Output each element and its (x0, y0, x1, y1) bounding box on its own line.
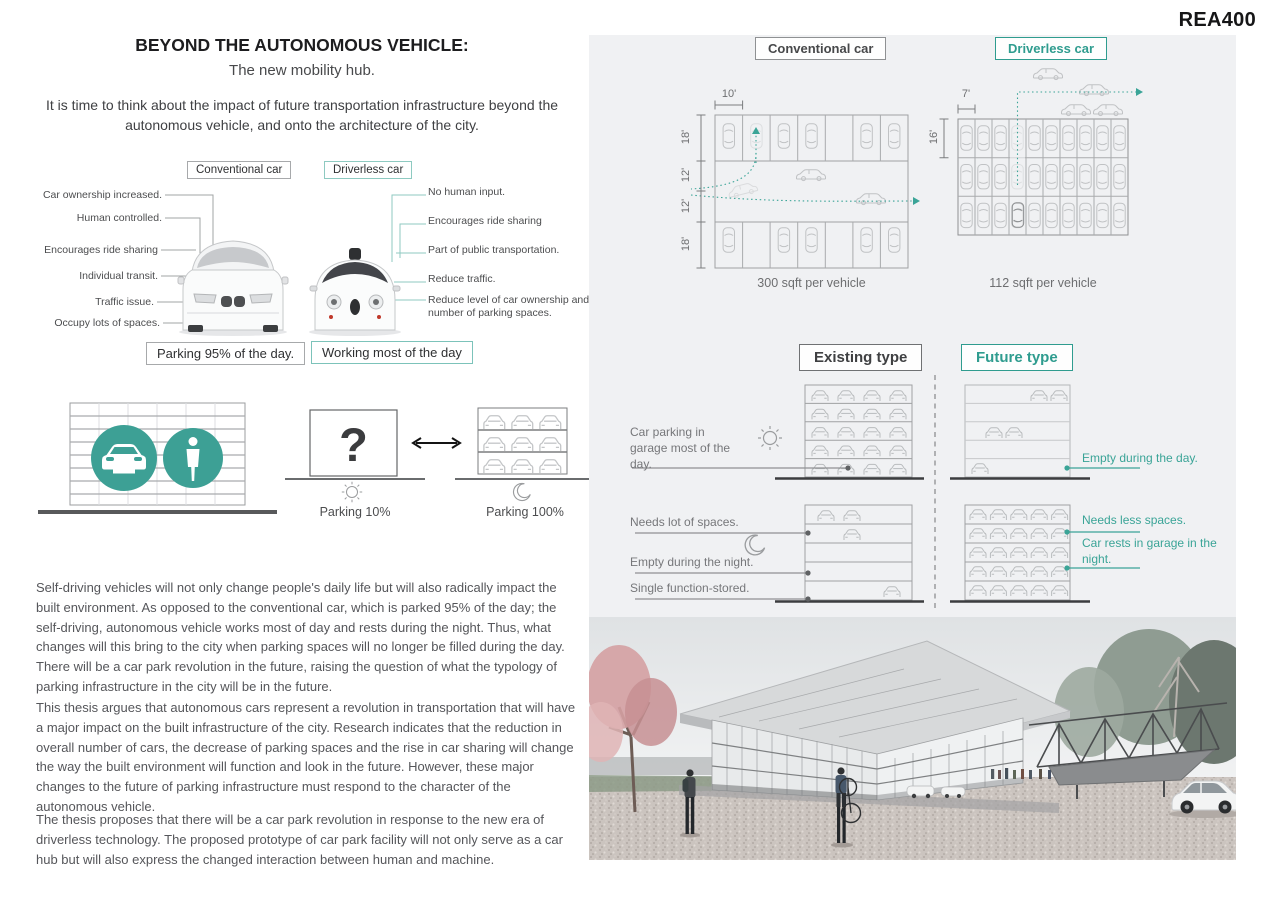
conventional-status: Parking 95% of the day. (146, 342, 306, 365)
stacked-parking-box (477, 407, 568, 475)
question-mark: ? (339, 417, 368, 471)
existing-annotation: Empty during the night. (630, 555, 754, 569)
distant-people (991, 768, 1051, 779)
sun-icon (341, 481, 363, 503)
question-box (309, 409, 398, 477)
building-rendering (589, 617, 1236, 860)
body-paragraph: This thesis argues that autonomous cars … (36, 700, 576, 814)
cars-under-building (906, 785, 966, 799)
conventional-trait: Occupy lots of spaces. (54, 317, 160, 329)
truss-pavilion (1028, 702, 1228, 799)
conventional-trait: Traffic issue. (95, 296, 154, 308)
distant-bridge (589, 757, 739, 775)
driverless-lot-plan (939, 68, 1143, 236)
driverless-trait: No human input. (428, 186, 506, 198)
white-car (1169, 780, 1236, 818)
exchange-arrow (411, 437, 462, 449)
car-circle-icon (91, 425, 157, 491)
conventional-lot-plan (690, 100, 920, 269)
conventional-car-image (177, 240, 289, 336)
future-day-annotation: Empty during the day. (1082, 451, 1198, 465)
parking-cycle-diagram (38, 402, 590, 514)
driverless-car-label: Driverless car (324, 161, 413, 179)
driverless-dimensions (939, 104, 976, 159)
conventional-route-dotted (690, 131, 916, 202)
future-annotation: Car rests in garage in the night. (1082, 536, 1217, 567)
future-night-elevation (950, 504, 1140, 603)
existing-day-elevation (632, 384, 924, 480)
driverless-car-image (309, 248, 401, 336)
conventional-trait: Individual transit. (79, 270, 158, 282)
intro-text: It is time to think about the impact of … (45, 97, 559, 134)
body-paragraph: The thesis proposes that there will be a… (36, 812, 563, 867)
driverless-trait: Reduce level of car ownership and number… (428, 294, 590, 320)
dim-stall-depth-driverless: 16' (928, 129, 940, 145)
dim-stall-width-driverless: 7' (961, 88, 971, 100)
person-circle-icon (163, 428, 223, 488)
conventional-trait: Human controlled. (76, 212, 162, 224)
existing-type-label: Existing type (799, 344, 923, 371)
dim-row-depth: 12' (680, 167, 692, 183)
board-code: REA400 (1178, 9, 1256, 31)
dim-row-depth: 12' (680, 198, 692, 214)
red-tree (589, 645, 677, 813)
existing-day-annotation: Car parking in garage most of the day. (630, 425, 731, 472)
dim-stall-width-conventional: 10' (721, 88, 737, 100)
lot-conventional-label: Conventional car (755, 37, 887, 60)
conventional-dimensions (696, 100, 744, 269)
cyclist-person (831, 767, 862, 848)
page-title: BEYOND THE AUTONOMOUS VEHICLE: (135, 35, 469, 55)
existing-night-elevation (635, 504, 924, 603)
existing-annotation: Needs lot of spaces. (630, 515, 739, 529)
sun-icon (757, 425, 783, 451)
conventional-trait: Car ownership increased. (42, 189, 162, 201)
driverless-status: Working most of the day (311, 341, 473, 364)
facade-stripes (70, 415, 245, 495)
driverless-trait: Reduce traffic. (428, 273, 496, 285)
conventional-lot-caption: 300 sqft per vehicle (757, 276, 866, 290)
driverless-route-dotted (1016, 91, 1138, 185)
moon-icon (744, 534, 766, 556)
car-comparison-figure (157, 194, 426, 336)
moon-icon (512, 482, 531, 502)
dim-row-depth: 18' (680, 236, 692, 252)
future-type-label: Future type (961, 344, 1073, 371)
lot-driverless-label: Driverless car (995, 37, 1108, 60)
pedestrian-person (680, 769, 700, 838)
driverless-lot-caption: 112 sqft per vehicle (989, 276, 1097, 290)
right-diagrams (632, 68, 1143, 612)
page-subtitle: The new mobility hub. (229, 62, 375, 79)
right-trees (1054, 629, 1236, 764)
future-day-elevation (950, 384, 1140, 480)
conventional-trait: Encourages ride sharing (44, 244, 158, 256)
body-paragraph: Self-driving vehicles will not only chan… (36, 580, 565, 694)
driverless-trait: Part of public transportation. (428, 244, 560, 256)
night-parking-label: Parking 100% (486, 505, 564, 519)
dim-row-depth: 18' (680, 129, 692, 145)
driverless-leader-lines (391, 194, 426, 301)
future-annotation: Needs less spaces. (1082, 513, 1187, 527)
existing-annotation: Single function-stored. (630, 581, 750, 595)
driverless-trait: Encourages ride sharing (428, 215, 542, 227)
conventional-car-label: Conventional car (187, 161, 292, 179)
day-parking-label: Parking 10% (319, 505, 391, 519)
